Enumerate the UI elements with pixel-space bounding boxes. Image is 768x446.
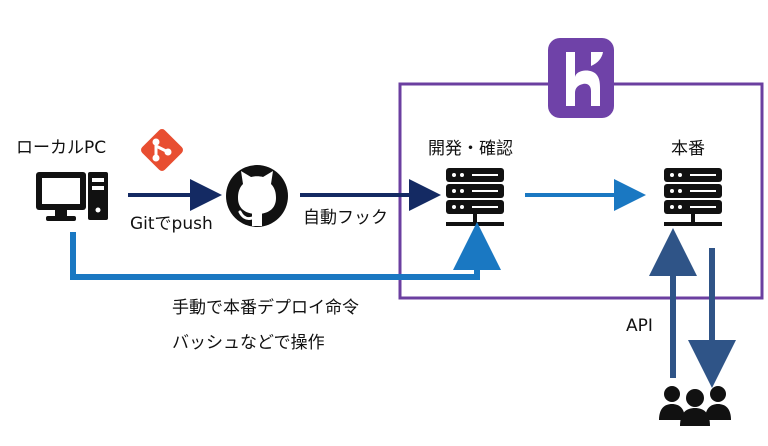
arrow-manual-deploy [70,222,501,280]
production-label: 本番 [671,139,705,159]
auto-hook-label: 自動フック [303,208,388,228]
desktop-computer-icon [36,172,108,221]
prod-server-icon [664,168,722,226]
git-logo-icon [141,129,183,171]
dev-confirm-label: 開発・確認 [428,139,513,159]
local-pc-label: ローカルPC [16,138,107,158]
api-label: API [626,316,653,336]
manual-deploy-label-1: 手動で本番デプロイ命令 [172,298,359,318]
manual-deploy-label-2: バッシュなどで操作 [172,333,325,353]
github-octocat-icon [226,165,288,227]
dev-server-icon [446,168,504,226]
users-group-icon [659,386,731,426]
git-push-label: Gitでpush [130,214,213,234]
heroku-icon [548,38,614,118]
